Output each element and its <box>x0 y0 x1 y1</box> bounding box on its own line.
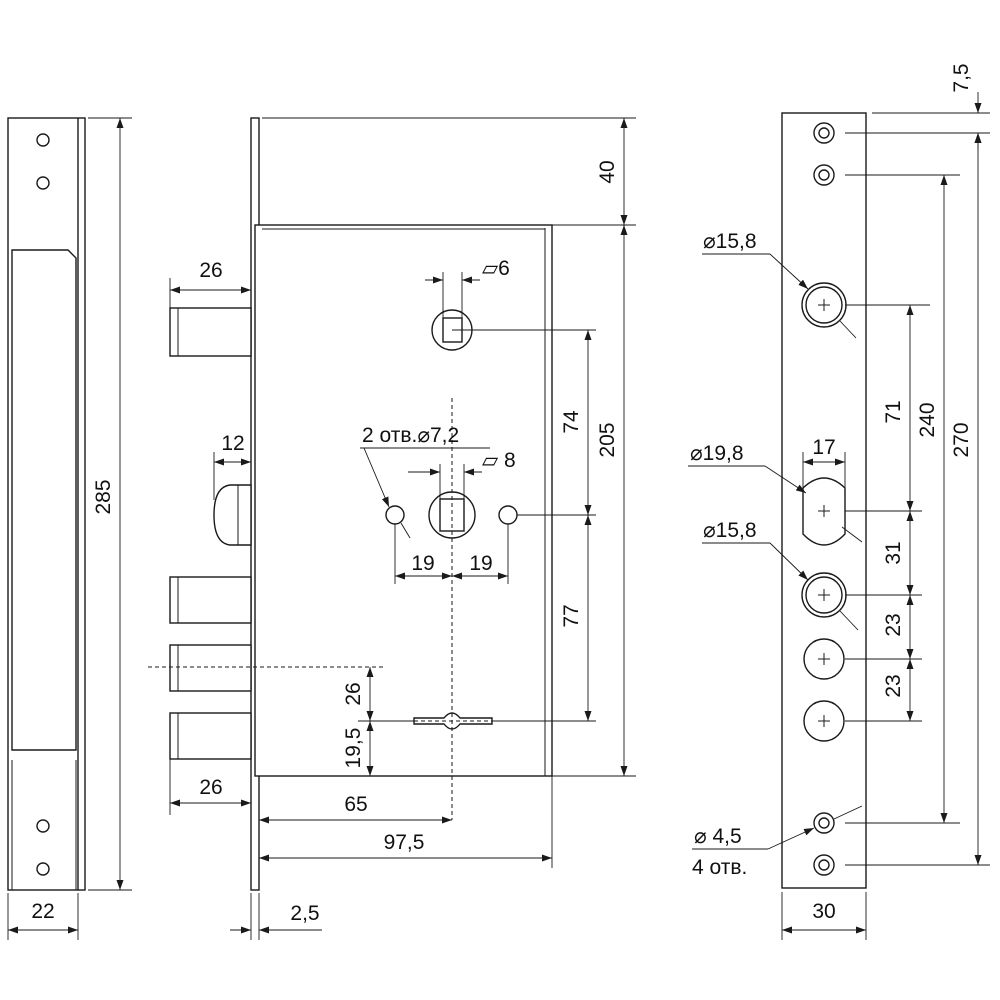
front-view: 285 22 <box>7 117 132 940</box>
screw-hole <box>813 854 835 876</box>
dim-screw-count: 4 отв. <box>692 856 747 879</box>
front-screw-hole <box>36 862 50 876</box>
dim-cylinder-square: ▱ 8 <box>482 449 516 472</box>
screw-hole-inner <box>818 169 830 181</box>
dim-cylinder-to-keyhole: 77 <box>560 604 583 627</box>
dim-latch-width: 17 <box>812 436 835 459</box>
screw-hole <box>813 164 835 186</box>
dim-body-height: 205 <box>596 422 619 457</box>
screw-hole-inner <box>818 127 830 139</box>
side-view: 40 205 74 77 ▱6 ▱ 8 2 отв.⌀7,2 <box>148 117 636 940</box>
screw-hole <box>813 812 835 834</box>
bolt-hole-inner <box>805 576 843 614</box>
dim-faceplate-top-offset: 7,5 <box>950 63 973 92</box>
bottom-bolt <box>169 712 252 760</box>
screw-hole-inner <box>818 817 830 829</box>
faceplate-view: 7,5 270 240 71 31 23 23 17 ⌀15,8 ⌀19,8 <box>688 63 990 940</box>
dim-spindle-to-cylinder: 74 <box>560 410 583 434</box>
dim-faceplate: 2,5 <box>290 902 319 925</box>
bottom-bolt <box>169 576 252 624</box>
top-bolt <box>169 307 252 357</box>
dim-latch: 12 <box>221 432 244 455</box>
dim-dia-top: ⌀15,8 <box>703 230 757 253</box>
faceplate-outline <box>781 112 867 889</box>
bottom-bolt <box>169 644 252 692</box>
dim-body-width: 97,5 <box>384 831 425 854</box>
dim-faceplate-width: 30 <box>812 900 835 923</box>
front-plate-outline <box>7 117 86 891</box>
dim-spindle-square: ▱6 <box>482 257 510 280</box>
screw-hole <box>813 122 835 144</box>
dim-240: 240 <box>916 402 939 437</box>
dim-top-bolt: 26 <box>199 259 222 282</box>
dim-backset: 65 <box>344 793 367 816</box>
bolt-hole-inner <box>805 286 843 324</box>
bolt-hole <box>803 700 845 742</box>
front-screw-hole <box>36 133 50 147</box>
dim-holes-callout: 2 отв.⌀7,2 <box>362 424 459 447</box>
dim-dia-bolt: ⌀15,8 <box>703 519 757 542</box>
front-screw-hole <box>36 176 50 190</box>
front-screw-hole <box>36 819 50 833</box>
dim-dia-latch: ⌀19,8 <box>690 442 744 465</box>
dim-23a: 23 <box>882 613 905 636</box>
dim-bolt-pitch: 26 <box>342 682 365 705</box>
dim-bottom-offset: 19,5 <box>342 728 365 769</box>
dim-71: 71 <box>882 400 905 423</box>
keyhole <box>413 712 493 730</box>
dim-screw-dia: ⌀ 4,5 <box>694 825 742 848</box>
bolt-hole <box>803 638 845 680</box>
dim-23b: 23 <box>882 674 905 697</box>
lock-body <box>254 224 553 777</box>
dim-bottom-bolt: 26 <box>199 776 222 799</box>
dim-hole-right: 19 <box>469 552 492 575</box>
dim-270: 270 <box>950 422 973 457</box>
dim-top-offset: 40 <box>596 160 619 183</box>
screw-hole-inner <box>818 859 830 871</box>
dim-front-width: 22 <box>31 900 54 923</box>
latch-bolt <box>213 484 252 546</box>
front-plate-window <box>11 249 77 751</box>
dim-hole-left: 19 <box>411 552 434 575</box>
dim-front-height: 285 <box>92 479 115 514</box>
dim-31: 31 <box>882 541 905 564</box>
latch-hole <box>802 477 846 546</box>
